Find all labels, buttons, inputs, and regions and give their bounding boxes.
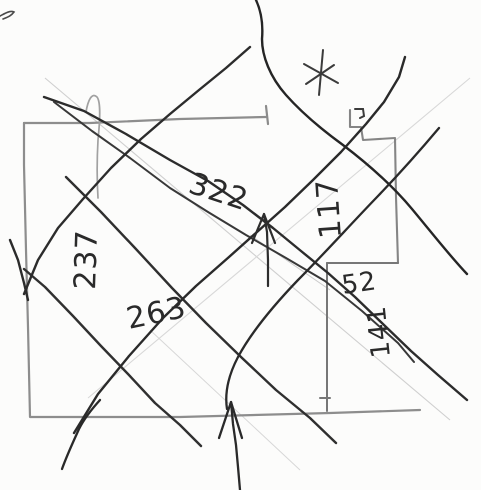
- ink-upper-curve: [254, 0, 469, 276]
- ink-long-diagonal-b: [64, 175, 338, 445]
- right-upper-box: [348, 108, 400, 265]
- label-left-vertical: 237: [68, 229, 105, 290]
- label-right-box-width: 52: [340, 266, 379, 301]
- label-top-diagonal: 322: [185, 166, 253, 218]
- top-left-scribble: [0, 10, 16, 20]
- ink-long-diagonal-c: [22, 267, 203, 448]
- ink-long-diagonal-d: [53, 101, 415, 363]
- ink-right-curve: [225, 126, 441, 411]
- ink-bottom-left-curve: [60, 398, 102, 471]
- ink-long-diagonal-a: [42, 95, 469, 402]
- label-right-lower-vertical: 141: [362, 304, 397, 359]
- ink-left-sweep: [22, 45, 252, 296]
- label-lower-left-diagonal: 263: [123, 290, 189, 337]
- corner-glyph: [354, 108, 366, 119]
- bottom-up-arrow-stem: [229, 400, 242, 490]
- top-right-stub: [264, 104, 270, 126]
- light-guide-2: [87, 77, 471, 399]
- ink-central-sweep: [72, 55, 407, 435]
- light-guide-3: [149, 329, 301, 471]
- label-right-vertical: 117: [310, 177, 349, 240]
- bottom-up-arrow-head: [217, 400, 244, 440]
- center-up-arrow-head: [250, 212, 277, 245]
- left-small-arc: [85, 94, 101, 199]
- outer-frame-top: [22, 115, 268, 125]
- center-up-arrow-stem: [262, 212, 270, 288]
- star-icon: [303, 49, 339, 96]
- light-guide-1: [44, 77, 451, 421]
